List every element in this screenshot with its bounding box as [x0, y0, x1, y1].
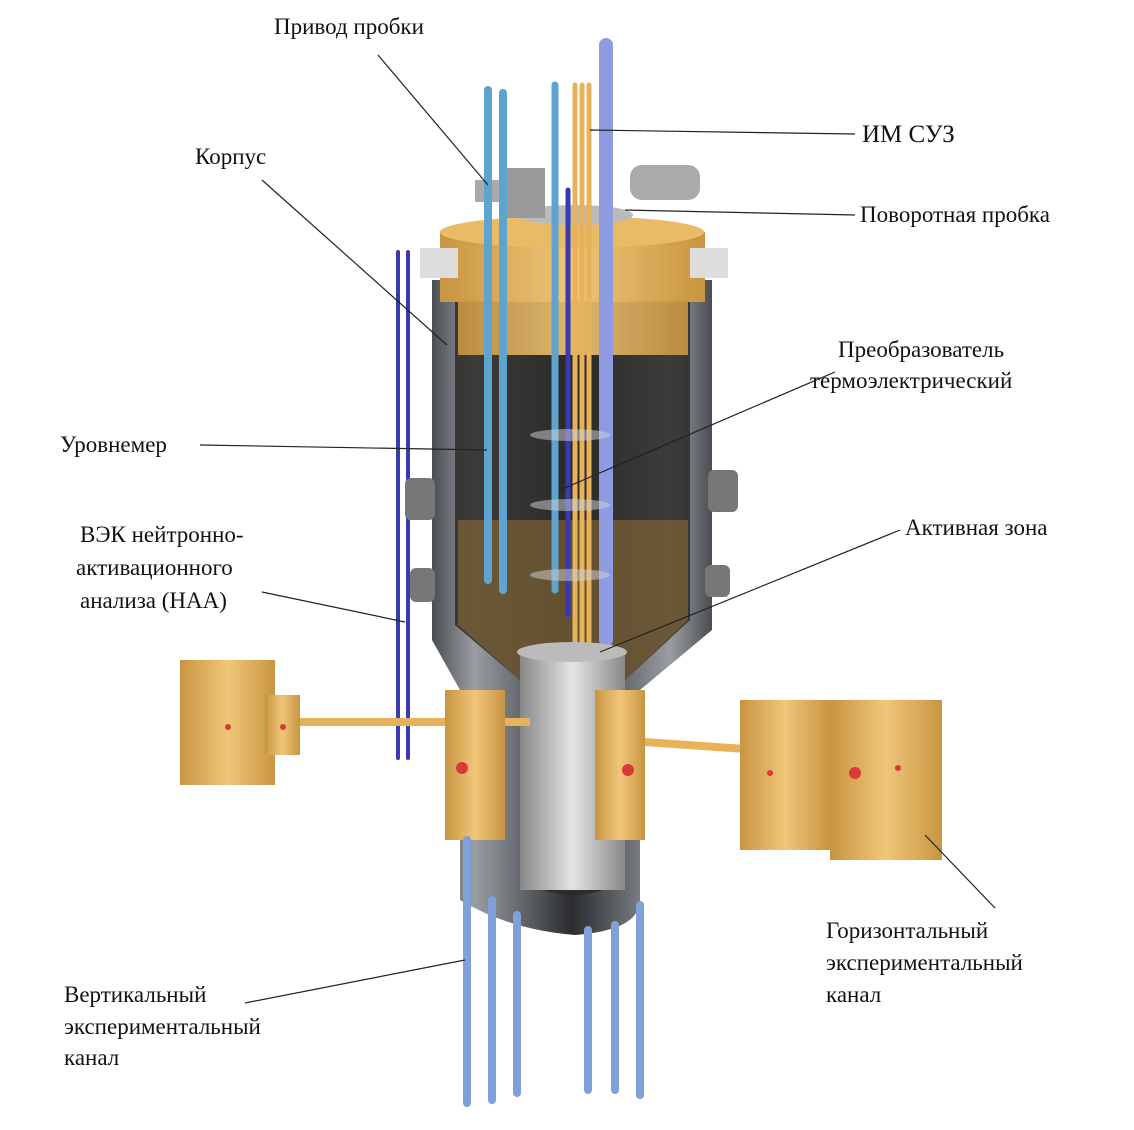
- label-naa-2: активационного: [76, 555, 233, 580]
- label-plug-drive: Привод пробки: [274, 14, 424, 39]
- label-horizontal-1: Горизонтальный: [826, 918, 989, 943]
- label-thermoelectric-2: термоэлектрический: [810, 368, 1013, 393]
- label-vertical-2: экспериментальный: [64, 1014, 261, 1039]
- label-naa-1: ВЭК нейтронно-: [80, 522, 244, 547]
- rods: [396, 38, 613, 760]
- label-thermoelectric-1: Преобразователь: [838, 337, 1005, 362]
- horizontal-channels: [180, 660, 942, 860]
- label-rotating-plug: Поворотная пробка: [860, 202, 1050, 227]
- label-core: Активная зона: [905, 515, 1048, 540]
- label-horizontal-2: экспериментальный: [826, 950, 1023, 975]
- label-vertical-1: Вертикальный: [64, 982, 207, 1007]
- discs: [530, 429, 610, 581]
- label-vertical-3: канал: [64, 1045, 120, 1070]
- label-level-gauge: Уровнемер: [60, 432, 167, 457]
- nozzles: [405, 470, 738, 602]
- label-naa-3: анализа (НАА): [80, 588, 227, 613]
- label-cps-actuator: ИМ СУЗ: [862, 121, 955, 148]
- label-vessel: Корпус: [195, 144, 267, 169]
- vertical-channels: [463, 836, 644, 1107]
- label-horizontal-3: канал: [826, 982, 882, 1007]
- leader-lines: [199, 54, 996, 1004]
